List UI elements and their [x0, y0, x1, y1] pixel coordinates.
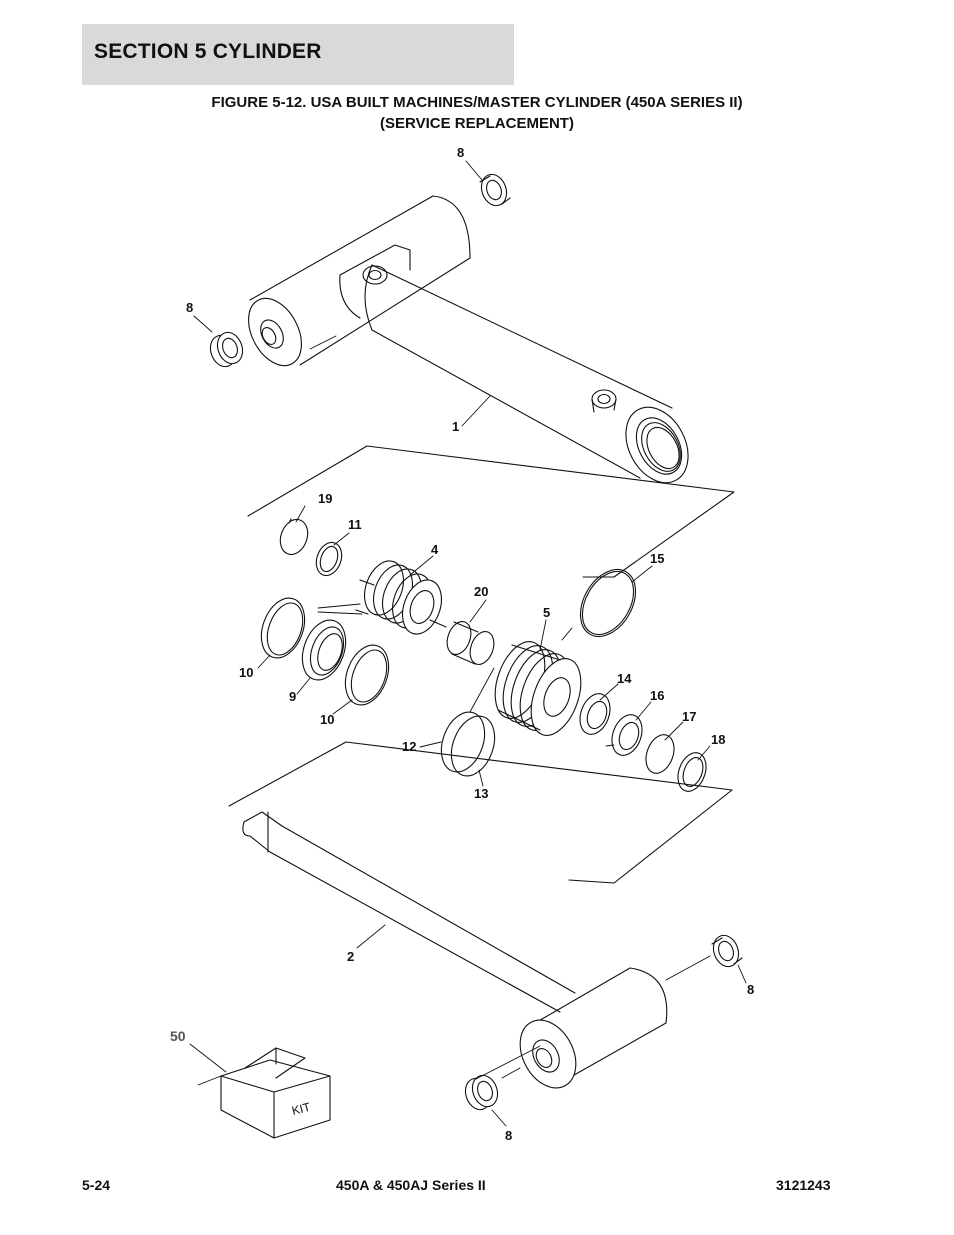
rod-part-2	[242, 811, 668, 1089]
kit-box	[220, 1047, 331, 1139]
section-title: SECTION 5 CYLINDER	[94, 40, 322, 63]
callout-13: 13	[474, 786, 488, 801]
callout-8-bottom-right: 8	[747, 982, 754, 997]
callout-14: 14	[617, 671, 632, 686]
seal-11	[315, 541, 343, 577]
piston-assembly-plane	[247, 445, 735, 578]
figure-title-line1: FIGURE 5-12. USA BUILT MACHINES/MASTER C…	[211, 94, 743, 111]
callout-1: 1	[452, 419, 459, 434]
leader-lines	[189, 160, 747, 1127]
wiper-18	[677, 752, 707, 792]
ring-10-left	[260, 597, 306, 659]
piston-part-4	[355, 560, 447, 635]
seal-16	[611, 714, 643, 756]
callout-8-top-left: 8	[186, 300, 193, 315]
callout-11: 11	[348, 517, 362, 532]
bushing-bottom-right	[711, 934, 743, 968]
callout-16: 16	[650, 688, 664, 703]
kit-label: KIT	[290, 1100, 312, 1118]
callout-10-left: 10	[239, 665, 253, 680]
head-part-5	[494, 641, 582, 736]
spacer-part-20	[446, 621, 495, 665]
callout-17: 17	[682, 709, 696, 724]
ring-17	[645, 734, 675, 774]
rod-assembly-plane	[228, 741, 733, 884]
bushing-top-right	[479, 173, 511, 207]
ring-9	[301, 619, 347, 681]
retaining-ring-19	[279, 518, 309, 556]
section-banner	[82, 24, 514, 85]
ring-10-right	[344, 644, 390, 706]
callout-50: 50	[170, 1028, 186, 1044]
figure-title-line2: (SERVICE REPLACEMENT)	[380, 115, 574, 132]
callout-15: 15	[650, 551, 664, 566]
footer-model: 450A & 450AJ Series II	[336, 1177, 486, 1193]
backup-ring-13	[450, 715, 496, 777]
o-ring-15	[579, 569, 637, 637]
callout-20: 20	[474, 584, 488, 599]
callout-8-bottom-left: 8	[505, 1128, 512, 1143]
callout-2: 2	[347, 949, 354, 964]
callout-10-right: 10	[320, 712, 334, 727]
callout-8-top-right: 8	[457, 145, 464, 160]
seal-12	[440, 711, 486, 773]
callout-4: 4	[431, 542, 439, 557]
callout-5: 5	[543, 605, 550, 620]
callout-18: 18	[711, 732, 725, 747]
callout-9: 9	[289, 689, 296, 704]
seal-14	[579, 693, 611, 735]
figure-title: FIGURE 5-12. USA BUILT MACHINES/MASTER C…	[0, 92, 954, 134]
bushing-bottom-left	[464, 1074, 499, 1111]
callout-12: 12	[402, 739, 416, 754]
footer-page-number: 5-24	[82, 1177, 111, 1193]
bushing-top-left	[209, 331, 244, 368]
footer-doc-number: 3121243	[776, 1177, 831, 1193]
callout-19: 19	[318, 491, 332, 506]
barrel-part-1	[248, 195, 689, 484]
